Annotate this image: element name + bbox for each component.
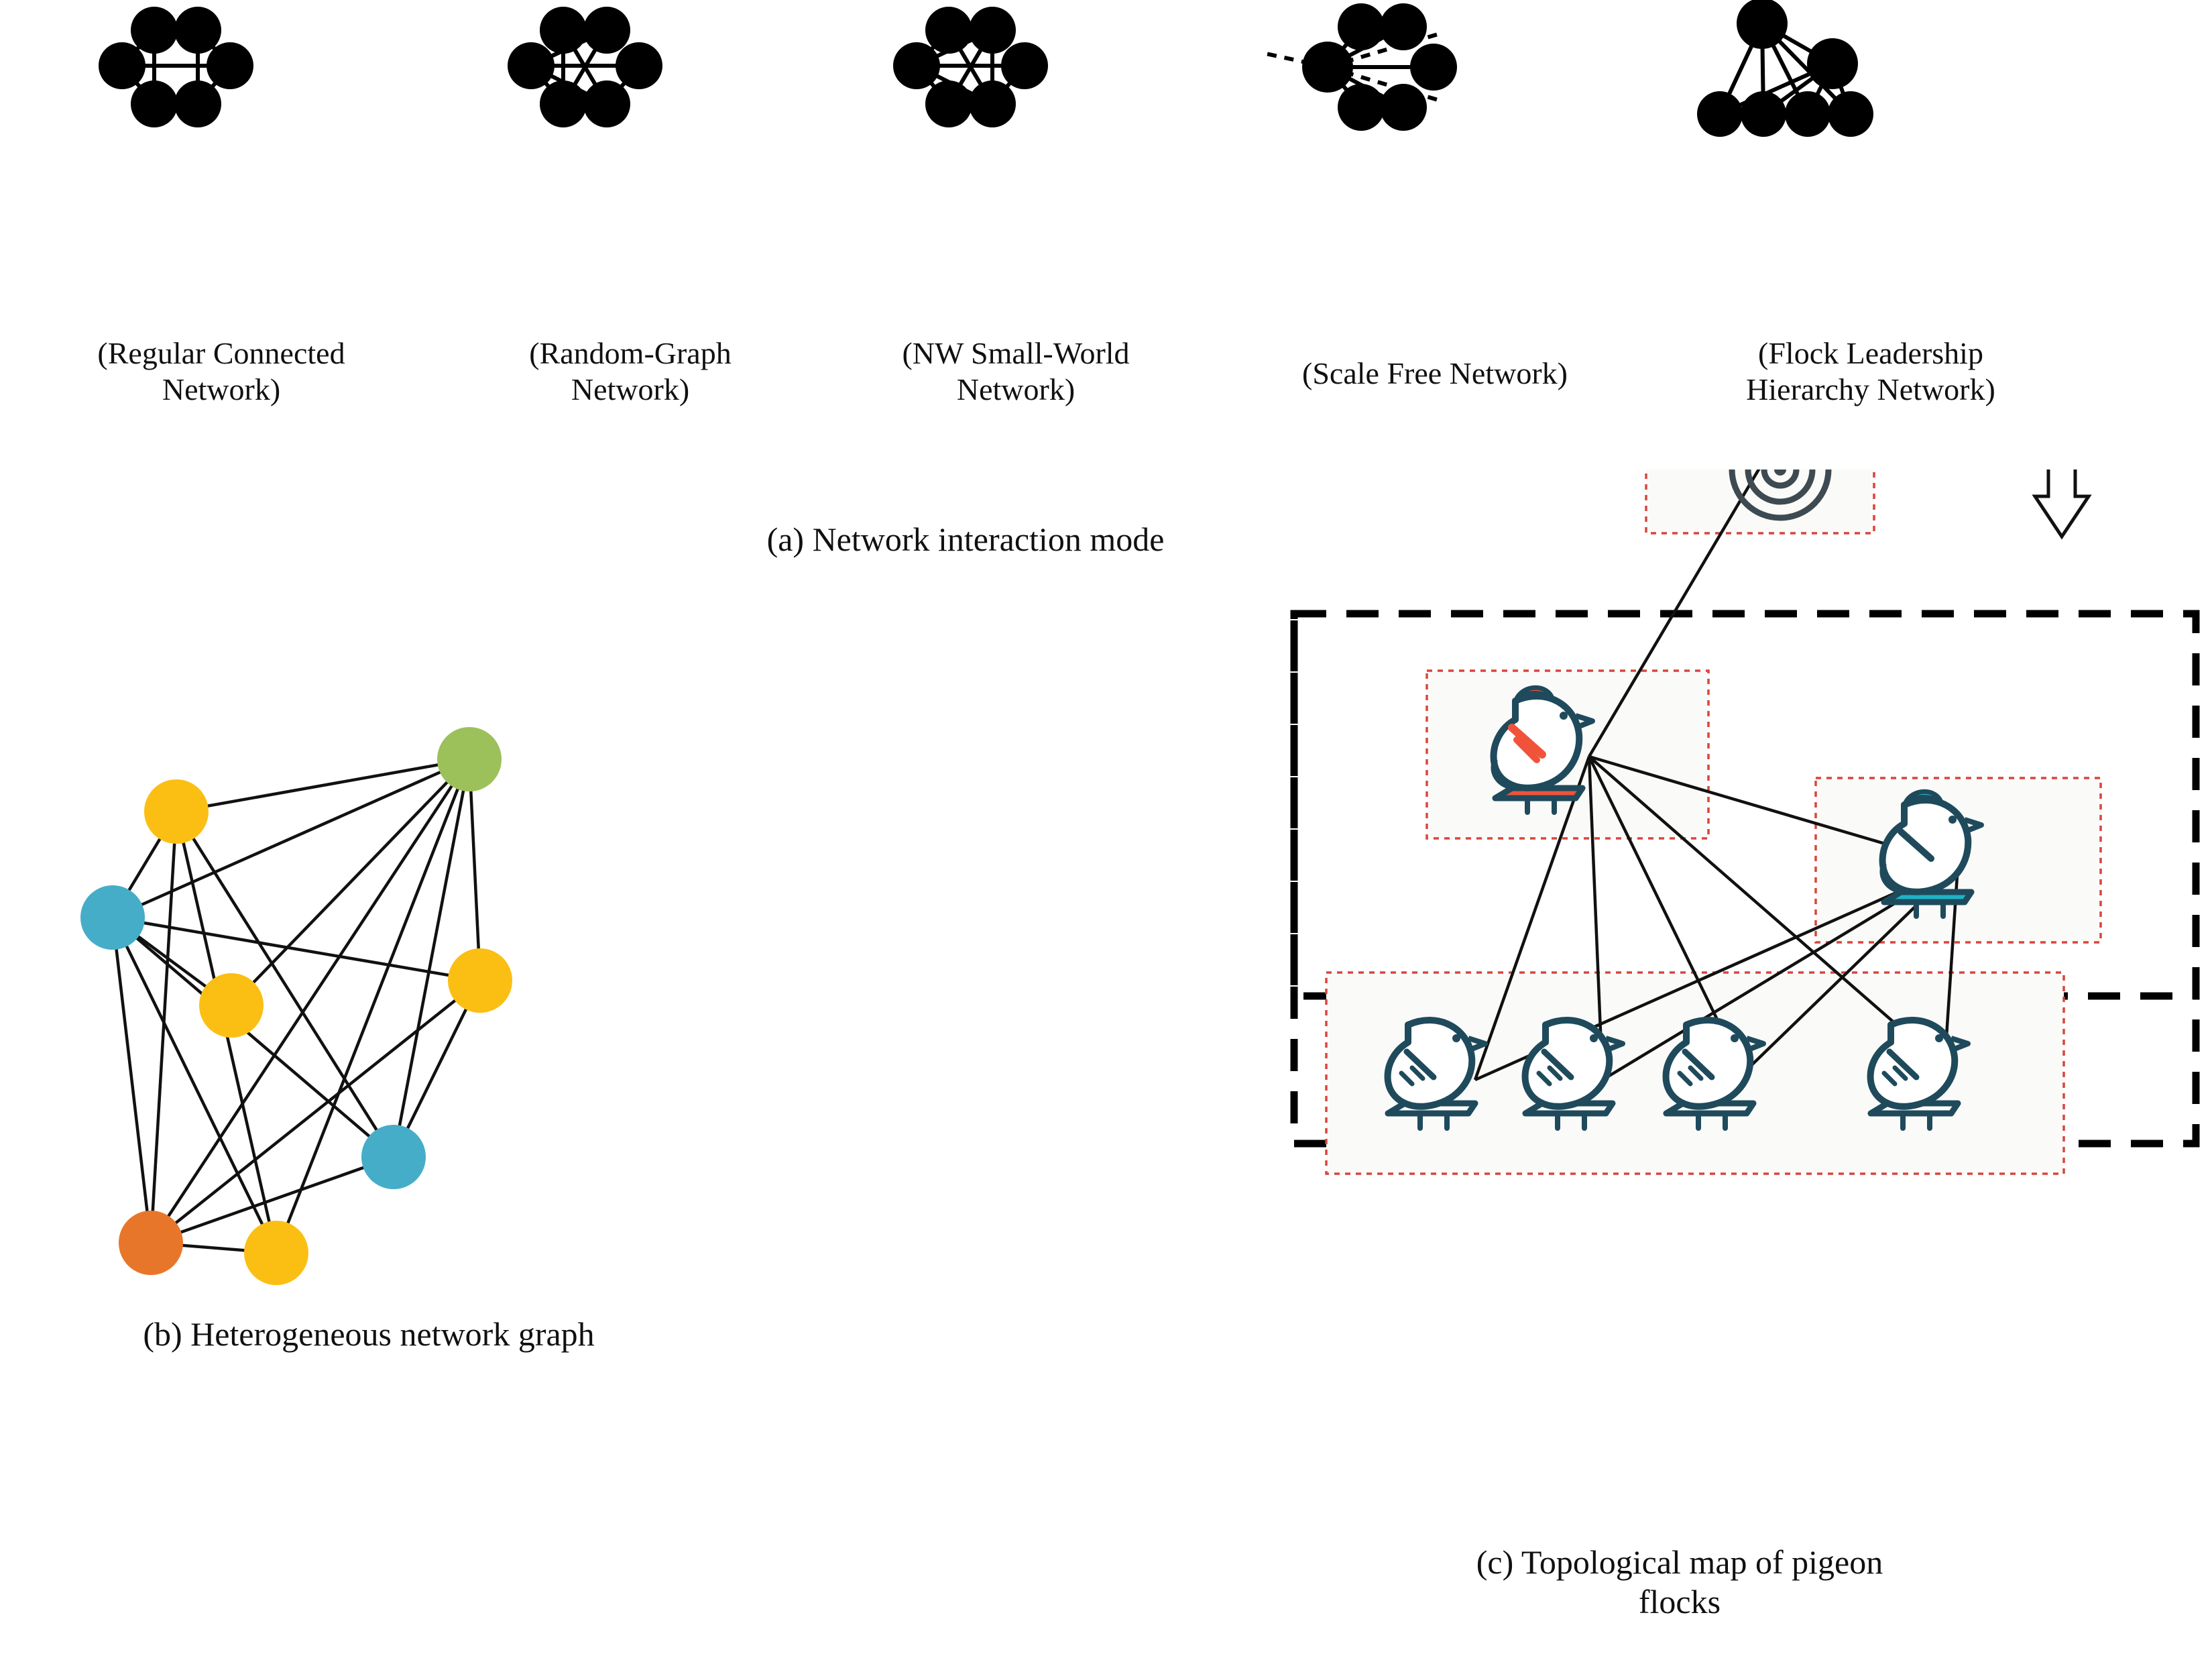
nodes (508, 7, 662, 127)
nodes (80, 727, 512, 1285)
pigeon-icon-follower-2 (1521, 1017, 1625, 1131)
pigeon-icon-second (1879, 789, 1984, 919)
node-green-top-right (437, 727, 502, 791)
panel-b-svg (80, 727, 512, 1285)
network-nw-small-world (893, 7, 1048, 127)
pigeon-icon-follower-4 (1867, 1017, 1971, 1131)
nodes (1302, 3, 1457, 131)
network-scale-free (1265, 3, 1457, 131)
target-icon (1729, 469, 1832, 521)
caption-nw-small-world-network: (NW Small-World Network) (902, 336, 1130, 407)
nodes (1697, 0, 1873, 137)
caption-panel-a: (a) Network interaction mode (766, 520, 1165, 558)
goal-box (1645, 469, 1875, 535)
node-orange-bottom-left (119, 1211, 183, 1275)
nodes (99, 7, 253, 127)
flock-boundary-dashed-box-full (1290, 610, 2200, 1148)
pigeon-icon-leader (1490, 685, 1595, 815)
caption-panel-b: (b) Heterogeneous network graph (143, 1315, 595, 1353)
node-yellow-top-left (144, 779, 209, 844)
pigeon-icon-follower-1 (1384, 1017, 1488, 1131)
panel-b-heterogeneous-graph (54, 677, 684, 1308)
edges (111, 757, 482, 1255)
panel-a-svg (99, 0, 1873, 137)
node-yellow-right (448, 948, 512, 1013)
network-random-graph (508, 7, 662, 127)
caption-regular-connected-network: (Regular Connected Network) (97, 336, 345, 407)
node-yellow-center (199, 973, 264, 1038)
node-blue-left (80, 885, 145, 950)
network-flock-leadership-hierarchy (1697, 0, 1873, 137)
caption-random-graph-network: (Random-Graph Network) (529, 336, 732, 407)
network-regular-connected (99, 7, 253, 127)
pigeon-icon-follower-3 (1662, 1017, 1766, 1131)
node-blue-lower-right (361, 1125, 426, 1189)
bidirectional-arrow (2032, 469, 2092, 540)
nodes (893, 7, 1048, 127)
panel-a-networks (0, 0, 2212, 315)
caption-panel-c: (c) Topological map of pigeon flocks (1476, 1543, 1883, 1620)
panel-c-svg (1290, 469, 2200, 1175)
panel-c-pigeon-topology (1274, 469, 2212, 1529)
node-yellow-bottom (244, 1221, 308, 1285)
caption-scale-free-network: (Scale Free Network) (1302, 356, 1568, 390)
caption-flock-leadership-hierarchy-network: (Flock Leadership Hierarchy Network) (1746, 336, 1995, 407)
